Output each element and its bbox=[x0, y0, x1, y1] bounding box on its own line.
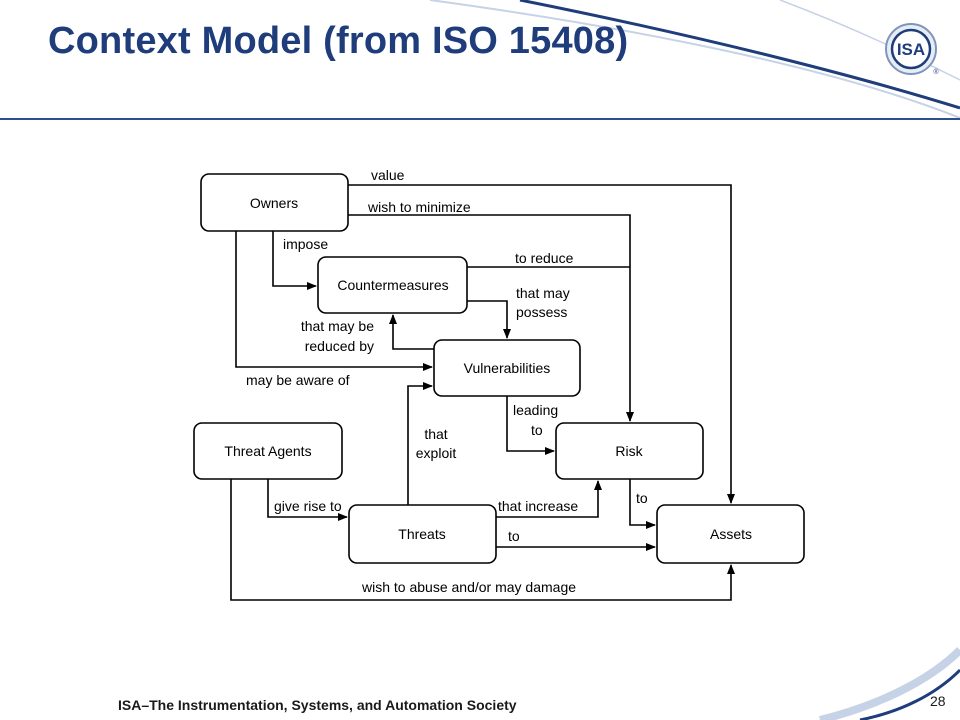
owners-node bbox=[200, 173, 349, 232]
edge-label-impose: impose bbox=[283, 236, 328, 252]
edge-label-wish-to-abuse: wish to abuse and/or may damage bbox=[361, 579, 576, 595]
node-label-owners: Owners bbox=[250, 195, 298, 211]
edge-vulnerabilities-risk bbox=[506, 396, 555, 455]
countermeasures-node bbox=[317, 256, 468, 314]
node-label-assets: Assets bbox=[710, 526, 752, 542]
node-label-vulnerabilities: Vulnerabilities bbox=[464, 360, 551, 376]
edge-owners-countermeasures-impose bbox=[272, 231, 317, 290]
edge-label-value: value bbox=[371, 167, 405, 183]
edge-label-reduced-by: reduced by bbox=[305, 338, 374, 354]
edge-label-risk-to: to bbox=[636, 490, 648, 506]
page-number: 28 bbox=[930, 693, 946, 709]
edge-label-may-be-aware-of: may be aware of bbox=[246, 372, 350, 388]
edge-label-exploit: exploit bbox=[416, 445, 457, 461]
edge-threats-risk bbox=[496, 480, 602, 518]
node-label-threat-agents: Threat Agents bbox=[224, 443, 311, 459]
edge-label-possess: possess bbox=[516, 304, 567, 320]
edge-owners-assets-value bbox=[348, 184, 735, 504]
edge-owners-vulnerabilities-aware bbox=[235, 231, 433, 371]
edge-label-that: that bbox=[424, 426, 447, 442]
edge-vulnerabilities-countermeasures bbox=[389, 314, 434, 350]
edge-threats-vulnerabilities bbox=[407, 382, 433, 505]
edge-threatagents-threats bbox=[267, 479, 348, 521]
isa-logo: ISA ® bbox=[885, 23, 939, 76]
edge-label-that-increase: that increase bbox=[498, 498, 578, 514]
header-swoosh bbox=[429, 0, 960, 119]
footer-text: ISA–The Instrumentation, Systems, and Au… bbox=[118, 697, 517, 713]
logo-text: ISA bbox=[897, 40, 925, 59]
edge-threatagents-assets bbox=[230, 479, 735, 601]
edge-countermeasures-vulnerabilities bbox=[467, 300, 511, 339]
footer-swoosh bbox=[819, 647, 960, 720]
node-label-risk: Risk bbox=[615, 443, 643, 459]
slide-title: Context Model (from ISO 15408) bbox=[48, 20, 629, 62]
edge-label-leading-to: to bbox=[531, 422, 543, 438]
edge-label-wish-to-minimize: wish to minimize bbox=[367, 199, 471, 215]
edge-risk-assets bbox=[629, 479, 656, 529]
edge-label-that-may-be: that may be bbox=[301, 318, 374, 334]
edge-label-to-reduce: to reduce bbox=[515, 250, 574, 266]
assets-node bbox=[656, 504, 805, 564]
threats-node bbox=[348, 504, 497, 564]
logo-registered-mark: ® bbox=[933, 68, 939, 76]
edge-label-give-rise-to: give rise to bbox=[274, 498, 342, 514]
title-divider bbox=[0, 118, 960, 120]
edge-owners-risk-minimize bbox=[348, 214, 634, 422]
edge-label-threats-to: to bbox=[508, 528, 520, 544]
edge-label-that-may: that may bbox=[516, 285, 570, 301]
node-label-countermeasures: Countermeasures bbox=[337, 277, 448, 293]
node-label-threats: Threats bbox=[398, 526, 445, 542]
edge-label-leading: leading bbox=[513, 402, 558, 418]
